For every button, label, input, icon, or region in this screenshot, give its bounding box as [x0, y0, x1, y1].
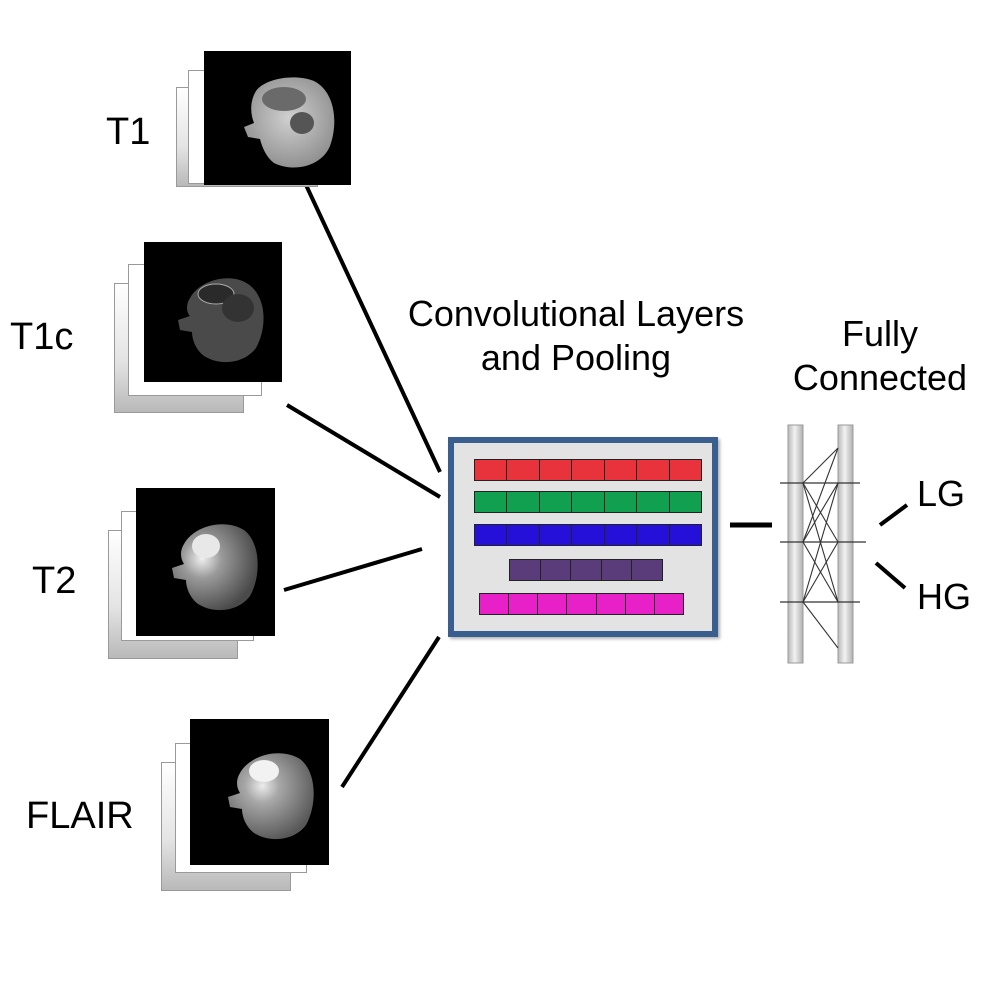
connector-lg: [878, 503, 909, 527]
connector-hg: [874, 561, 907, 590]
feature-map-cell: [602, 560, 633, 580]
feature-map-bar-2: [474, 491, 702, 513]
feature-map-cell: [626, 594, 655, 614]
feature-map-cell: [540, 492, 573, 512]
conv-title-line2: and Pooling: [480, 337, 672, 378]
feature-map-cell: [541, 560, 572, 580]
feature-map-cell: [507, 492, 540, 512]
feature-map-cell: [540, 460, 573, 480]
feature-map-bar-4: [509, 559, 663, 581]
input-label-t2: T2: [32, 560, 77, 602]
conv-title-line1: Convolutional Layers: [407, 293, 745, 334]
connector-t2: [283, 547, 423, 592]
mri-slice-t1: [204, 51, 351, 185]
feature-map-bar-1: [474, 459, 702, 481]
feature-map-cell: [475, 525, 508, 545]
conv-layers-title: Convolutional Layers and Pooling: [368, 292, 784, 380]
feature-map-cell: [480, 594, 510, 614]
feature-map-cell: [597, 594, 626, 614]
feature-map-cell: [567, 594, 597, 614]
fc-title-line1: Fully: [841, 313, 918, 354]
connector-t1: [304, 184, 442, 473]
feature-map-bar-5: [479, 593, 684, 615]
feature-map-cell: [475, 460, 508, 480]
brain-scan-image: [172, 524, 258, 611]
feature-map-cell: [572, 460, 605, 480]
feature-map-cell: [475, 492, 508, 512]
connector-flair: [340, 635, 441, 789]
feature-map-cell: [605, 492, 638, 512]
feature-map-cell: [571, 560, 602, 580]
feature-map-cell: [540, 525, 573, 545]
feature-map-cell: [605, 460, 638, 480]
feature-map-cell: [507, 525, 540, 545]
feature-map-cell: [510, 560, 541, 580]
input-label-t1: T1: [106, 111, 151, 153]
fc-layer-column-1: [787, 424, 804, 664]
feature-map-cell: [572, 525, 605, 545]
brain-scan-image: [178, 278, 264, 363]
feature-map-cell: [572, 492, 605, 512]
feature-map-cell: [605, 525, 638, 545]
conv-layers-block: [448, 437, 718, 637]
fully-connected-title: Fully Connected: [760, 312, 1000, 400]
feature-map-cell: [507, 460, 540, 480]
feature-map-cell: [538, 594, 568, 614]
fc-connections: [802, 447, 839, 649]
feature-map-cell: [637, 525, 670, 545]
output-label-lg: LG: [917, 473, 966, 514]
input-label-t1c: T1c: [10, 316, 74, 358]
brain-scan-image: [244, 77, 335, 168]
brain-scan-image: [228, 753, 314, 840]
connector-t1c: [285, 403, 442, 499]
feature-map-cell: [637, 460, 670, 480]
input-label-flair: FLAIR: [26, 795, 134, 837]
feature-map-cell: [509, 594, 539, 614]
fc-title-line2: Connected: [792, 357, 968, 398]
mri-slice-t2: [136, 488, 275, 636]
feature-map-cell: [637, 492, 670, 512]
fc-layer-column-2: [837, 424, 854, 664]
mri-slice-t1c: [144, 242, 282, 382]
mri-slice-flair: [190, 719, 329, 865]
output-label-hg: HG: [917, 576, 971, 617]
feature-map-bar-3: [474, 524, 702, 546]
